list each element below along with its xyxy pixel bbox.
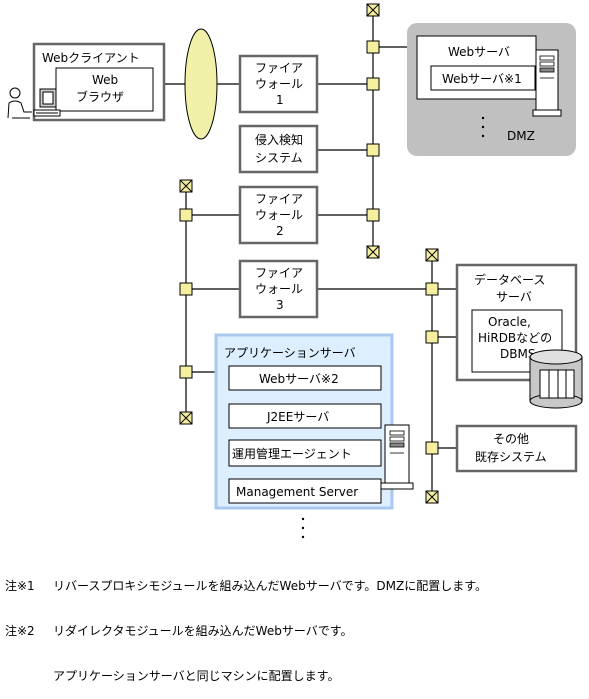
svg-text:その他: その他 — [493, 432, 529, 446]
app-server-title: アプリケーションサーバ — [224, 346, 356, 360]
svg-text:ウォール: ウォール — [255, 77, 303, 91]
footnote-2-continued: アプリケーションサーバと同じマシンに配置します。 — [53, 669, 340, 683]
app-item-management-server: Management Server — [236, 485, 358, 499]
svg-text:Oracle,: Oracle, — [488, 315, 531, 329]
svg-text:データベース: データベース — [474, 272, 545, 287]
dmz-label: DMZ — [507, 129, 535, 143]
continuation-dots — [301, 517, 305, 539]
other-existing-systems: その他 既存システム — [455, 424, 578, 473]
web-client: Webクライアント Web ブラウザ — [32, 42, 166, 122]
svg-text:システム: システム — [255, 151, 303, 165]
app-item-agent: 運用管理エージェント — [232, 446, 352, 461]
dmz-web-server-title: Webサーバ — [448, 45, 510, 59]
user-pc-icon — [7, 87, 61, 119]
svg-text:既存システム: 既存システム — [475, 450, 547, 464]
web-client-title: Webクライアント — [42, 51, 140, 65]
dmz-zone: DMZ Webサーバ Webサーバ※1 — [407, 23, 576, 156]
svg-text:2: 2 — [276, 224, 284, 238]
dmz-server-icon — [532, 49, 562, 117]
internet-ellipse — [184, 28, 218, 140]
database-cylinder-icon — [529, 349, 583, 409]
svg-text:ウォール: ウォール — [255, 208, 303, 222]
svg-text:ファイア: ファイア — [255, 192, 303, 206]
application-server: アプリケーションサーバ Webサーバ※2 J2EEサーバ 運用管理エージェント … — [214, 333, 394, 510]
app-item-j2ee: J2EEサーバ — [266, 410, 329, 424]
browser-label-1: Web — [92, 73, 118, 87]
svg-text:ウォール: ウォール — [255, 282, 303, 296]
svg-text:サーバ: サーバ — [496, 290, 532, 304]
svg-text:HiRDBなどの: HiRDBなどの — [478, 331, 552, 345]
system-diagram: DMZ Webサーバ Webサーバ※1 Webクライアント Web ブラウザ — [7, 3, 583, 539]
svg-text:3: 3 — [276, 298, 284, 312]
firewall-2: ファイア ウォール 2 — [238, 185, 319, 245]
svg-text:侵入検知: 侵入検知 — [255, 132, 303, 147]
app-item-web-server: Webサーバ※2 — [259, 372, 339, 386]
svg-text:DBMS: DBMS — [500, 347, 535, 361]
svg-text:ファイア: ファイア — [255, 266, 303, 280]
svg-text:ファイア: ファイア — [255, 61, 303, 75]
firewall-1: ファイア ウォール 1 — [238, 54, 319, 114]
dmz-web-server-inner: Webサーバ※1 — [442, 72, 522, 86]
svg-text:1: 1 — [276, 93, 284, 107]
intrusion-detection-system: 侵入検知 システム — [238, 124, 319, 174]
firewall-3: ファイア ウォール 3 — [238, 259, 319, 319]
app-server-tower-icon — [380, 424, 414, 490]
browser-label-2: ブラウザ — [76, 89, 124, 104]
